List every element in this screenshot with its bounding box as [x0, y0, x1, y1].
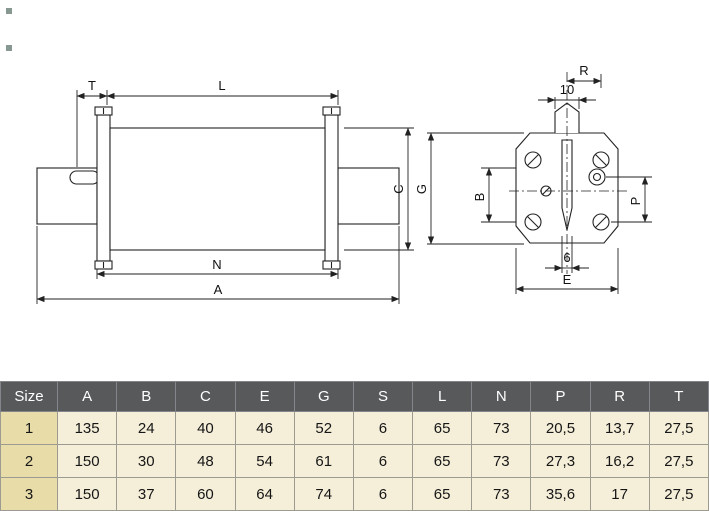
- table-cell: 27,5: [648, 444, 709, 478]
- column-header-C: C: [175, 381, 236, 412]
- table-cell: 37: [116, 477, 177, 511]
- stray-mark: [6, 8, 12, 14]
- table-cell: 64: [234, 477, 295, 511]
- table-cell: 73: [471, 444, 532, 478]
- column-header-S: S: [352, 381, 414, 412]
- dim-label-T: T: [88, 78, 96, 93]
- dim-label-A: A: [214, 282, 223, 297]
- dim-label-N: N: [212, 257, 221, 272]
- dim-label-G: G: [414, 184, 429, 194]
- table-cell: 17: [589, 477, 650, 511]
- table-row: 2 150 30 48 54 61 6 65 73 27,3 16,2 27,5: [0, 444, 709, 478]
- table-cell: 27,5: [648, 477, 709, 511]
- column-header-T: T: [648, 381, 709, 412]
- dim-label-R: R: [579, 63, 588, 78]
- column-header-G: G: [293, 381, 354, 412]
- column-header-E: E: [234, 381, 295, 412]
- table-cell: 73: [471, 477, 532, 511]
- right-end-plate: [324, 114, 339, 262]
- table-cell: 65: [412, 444, 473, 478]
- table-cell: 60: [175, 477, 236, 511]
- table-cell: 13,7: [589, 411, 650, 445]
- striker-pin: [69, 170, 100, 185]
- table-row: 1 135 24 40 46 52 6 65 73 20,5 13,7 27,5: [0, 411, 709, 445]
- dim-label-E: E: [563, 272, 572, 287]
- dim-label-6: 6: [563, 250, 570, 265]
- table-cell: 20,5: [530, 411, 591, 445]
- column-header-N: N: [471, 381, 532, 412]
- dim-label-P: P: [628, 197, 643, 206]
- table-header-row: Size A B C E G S L N P R T: [0, 381, 709, 412]
- left-blade: [36, 167, 98, 225]
- table-cell: 135: [56, 411, 118, 445]
- left-end-plate: [96, 114, 111, 262]
- column-header-P: P: [530, 381, 591, 412]
- table-cell: 30: [116, 444, 177, 478]
- table-cell: 6: [352, 444, 414, 478]
- column-header-R: R: [589, 381, 650, 412]
- dimension-table: Size A B C E G S L N P R T 1 135 24 40 4…: [0, 381, 709, 511]
- column-header-B: B: [116, 381, 177, 412]
- table-cell: 6: [352, 477, 414, 511]
- size-cell: 3: [0, 477, 58, 511]
- table-cell: 150: [56, 477, 118, 511]
- table-cell: 65: [412, 411, 473, 445]
- column-header-L: L: [412, 381, 473, 412]
- table-cell: 150: [56, 444, 118, 478]
- table-cell: 24: [116, 411, 177, 445]
- table-cell: 54: [234, 444, 295, 478]
- dimension-lines: [36, 74, 652, 304]
- stray-mark: [6, 45, 12, 51]
- table-cell: 61: [293, 444, 354, 478]
- side-view: [36, 106, 400, 270]
- table-cell: 52: [293, 411, 354, 445]
- table-cell: 27,5: [648, 411, 709, 445]
- table-cell: 27,3: [530, 444, 591, 478]
- table-cell: 48: [175, 444, 236, 478]
- table-cell: 40: [175, 411, 236, 445]
- table-cell: 16,2: [589, 444, 650, 478]
- contact-hole-inner: [592, 172, 602, 182]
- dim-label-B: B: [472, 193, 487, 202]
- table-row: 3 150 37 60 64 74 6 65 73 35,6 17 27,5: [0, 477, 709, 511]
- dim-label-L: L: [218, 78, 225, 93]
- table-cell: 6: [352, 411, 414, 445]
- table-cell: 74: [293, 477, 354, 511]
- table-cell: 46: [234, 411, 295, 445]
- size-cell: 2: [0, 444, 58, 478]
- table-cell: 65: [412, 477, 473, 511]
- fuse-body: [109, 127, 326, 251]
- table-cell: 73: [471, 411, 532, 445]
- technical-drawing: T L N A C G B P R 10 6 E: [36, 63, 652, 304]
- dimension-labels: T L N A C G B P R 10 6 E: [88, 63, 643, 297]
- dim-label-C: C: [391, 184, 406, 193]
- column-header-A: A: [56, 381, 118, 412]
- table-cell: 35,6: [530, 477, 591, 511]
- column-header-size: Size: [0, 381, 58, 412]
- front-view: [509, 72, 627, 274]
- right-blade: [337, 167, 400, 225]
- size-cell: 1: [0, 411, 58, 445]
- dim-label-10: 10: [560, 82, 574, 97]
